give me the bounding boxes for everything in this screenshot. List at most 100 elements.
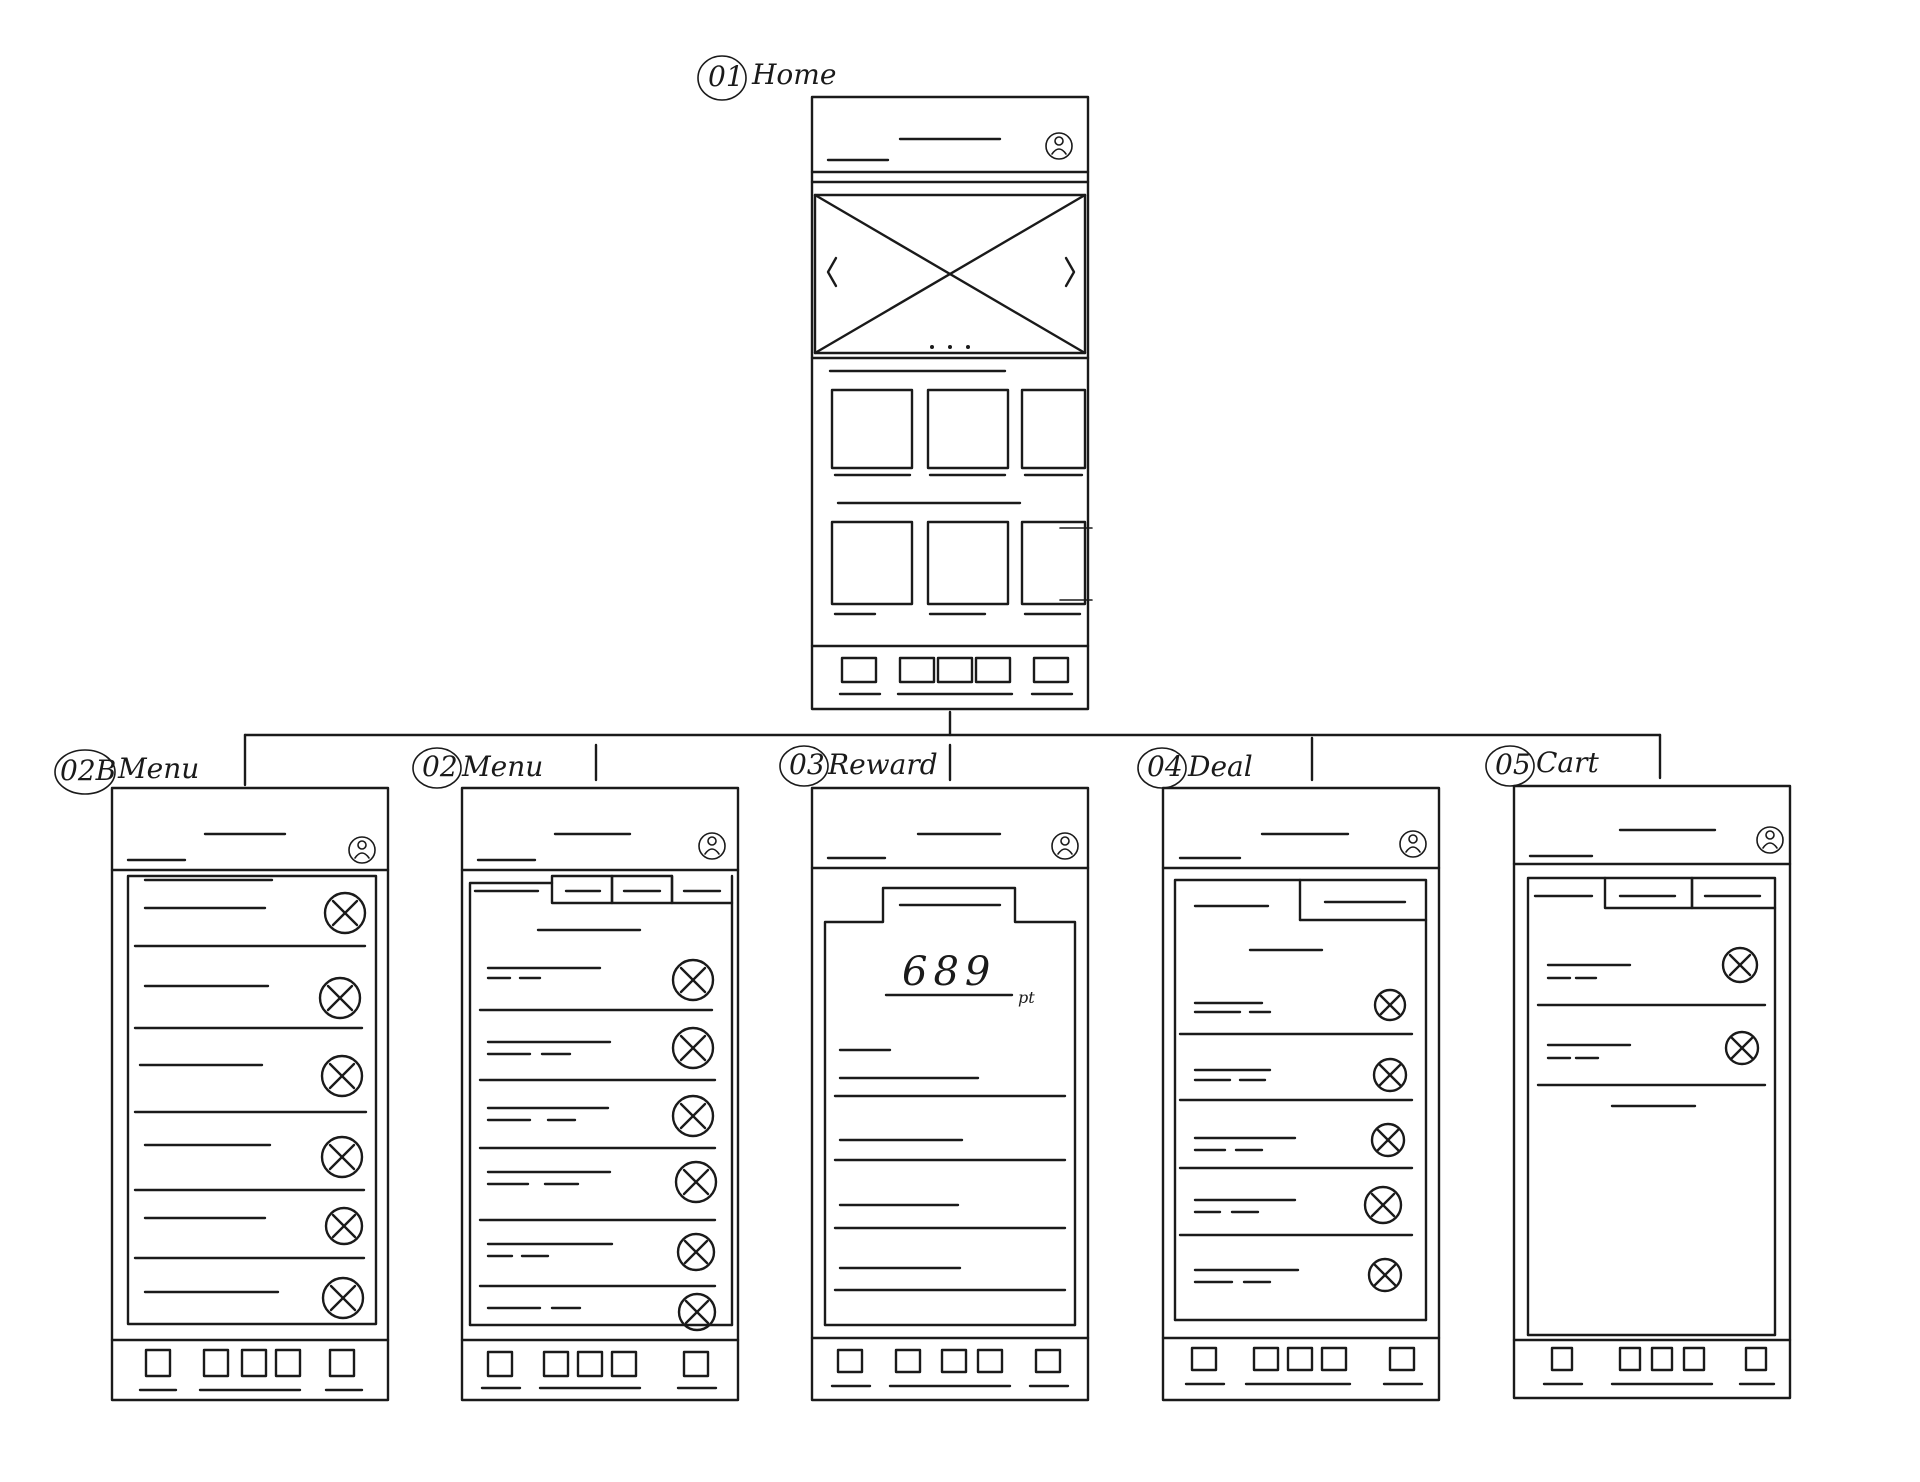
x-circle-icon[interactable] [321, 1276, 365, 1320]
tab-item[interactable] [576, 1350, 604, 1378]
profile-icon[interactable] [348, 836, 376, 864]
list-item[interactable] [478, 1026, 717, 1082]
tab-item[interactable] [328, 1348, 356, 1378]
grid-tile[interactable] [1020, 388, 1087, 470]
grid-tile[interactable] [1020, 520, 1087, 606]
home-grid-section-1 [828, 369, 1087, 477]
tab-item[interactable] [274, 1348, 302, 1378]
svg-text:01: 01 [708, 60, 744, 93]
profile-icon[interactable] [1756, 826, 1784, 854]
profile-icon[interactable] [1045, 132, 1073, 160]
x-circle-icon[interactable] [318, 976, 362, 1020]
hero-carousel[interactable] [813, 193, 1087, 355]
list-item[interactable] [1178, 988, 1414, 1036]
screen-menu: 02 Menu [412, 747, 740, 1402]
list-item[interactable] [478, 1232, 717, 1288]
list-item[interactable] [133, 891, 367, 948]
chevron-right-icon[interactable] [1064, 256, 1076, 288]
x-circle-icon[interactable] [1367, 1257, 1403, 1293]
x-circle-icon[interactable] [324, 1206, 364, 1246]
list-item[interactable] [133, 1206, 366, 1260]
x-circle-icon[interactable] [676, 1232, 716, 1272]
tab-item[interactable] [682, 1350, 710, 1378]
x-circle-icon[interactable] [1372, 1057, 1408, 1093]
tab-item[interactable] [976, 1348, 1004, 1374]
list-item[interactable] [1536, 946, 1767, 1007]
x-circle-icon[interactable] [1373, 988, 1407, 1022]
tab-item[interactable] [542, 1350, 570, 1378]
tab-item[interactable] [610, 874, 674, 905]
list-item[interactable] [133, 976, 364, 1030]
tab-item[interactable] [1744, 1346, 1768, 1372]
tab-item[interactable] [550, 874, 614, 905]
tab-item[interactable] [936, 656, 974, 684]
tab-item[interactable] [1320, 1346, 1348, 1372]
x-circle-icon[interactable] [323, 891, 367, 935]
carousel-dots[interactable] [930, 345, 970, 349]
profile-icon[interactable] [698, 832, 726, 860]
x-circle-icon[interactable] [320, 1135, 364, 1179]
x-circle-icon[interactable] [674, 1160, 718, 1204]
svg-text:Menu: Menu [461, 750, 543, 783]
list-item[interactable] [1178, 1185, 1414, 1237]
list-item[interactable] [1536, 1030, 1767, 1087]
tab-item[interactable] [1032, 656, 1070, 684]
list-item[interactable] [133, 1135, 366, 1192]
tab-item[interactable] [840, 656, 878, 684]
x-circle-icon[interactable] [1363, 1185, 1403, 1225]
tab-item[interactable] [1190, 1346, 1218, 1372]
tab-item[interactable] [670, 874, 734, 905]
x-circle-icon[interactable] [677, 1292, 717, 1332]
tab-item[interactable] [144, 1348, 172, 1378]
profile-icon[interactable] [1399, 830, 1427, 858]
profile-icon[interactable] [1051, 832, 1079, 860]
tab-item[interactable] [486, 1350, 514, 1378]
tab-item[interactable] [1603, 876, 1694, 910]
grid-tile[interactable] [830, 520, 914, 606]
list-item[interactable] [1178, 1057, 1414, 1102]
tab-item[interactable] [1618, 1346, 1642, 1372]
menu-b-list [133, 891, 368, 1320]
x-circle-icon[interactable] [671, 958, 715, 1002]
tab-item[interactable] [1286, 1346, 1314, 1372]
x-circle-icon[interactable] [671, 1026, 715, 1070]
list-item[interactable] [478, 1094, 717, 1150]
cart-tab-bar [1512, 1338, 1792, 1386]
list-item[interactable] [478, 1160, 718, 1222]
deal-list [1178, 988, 1414, 1293]
tab-item[interactable] [1388, 1346, 1416, 1372]
tab-item[interactable] [1298, 878, 1428, 922]
x-circle-icon[interactable] [1370, 1122, 1406, 1158]
list-item[interactable] [1178, 1122, 1414, 1170]
tab-item[interactable] [1690, 876, 1777, 910]
x-circle-icon[interactable] [320, 1054, 364, 1098]
tab-item[interactable] [1550, 1346, 1574, 1372]
grid-tile[interactable] [830, 388, 914, 470]
tab-item[interactable] [1252, 1346, 1280, 1372]
tab-item[interactable] [1650, 1346, 1674, 1372]
tab-item[interactable] [898, 656, 936, 684]
tab-item[interactable] [1682, 1346, 1706, 1372]
tab-item[interactable] [1034, 1348, 1062, 1374]
list-item[interactable] [143, 1276, 365, 1320]
list-item[interactable] [478, 958, 715, 1012]
svg-text:02B: 02B [60, 754, 116, 787]
tab-item[interactable] [836, 1348, 864, 1374]
list-item[interactable] [133, 1054, 368, 1114]
grid-tile[interactable] [926, 388, 1010, 470]
x-circle-icon[interactable] [1721, 946, 1759, 984]
list-item[interactable] [1193, 1257, 1403, 1293]
x-circle-icon[interactable] [1724, 1030, 1760, 1066]
tab-item[interactable] [894, 1348, 922, 1374]
list-item[interactable] [486, 1292, 717, 1332]
chevron-left-icon[interactable] [826, 256, 838, 288]
tab-item[interactable] [974, 656, 1012, 684]
tab-item[interactable] [240, 1348, 268, 1378]
tab-item[interactable] [610, 1350, 638, 1378]
tab-item[interactable] [202, 1348, 230, 1378]
x-circle-icon[interactable] [671, 1094, 715, 1138]
tab-item[interactable] [940, 1348, 968, 1374]
grid-tile[interactable] [926, 520, 1010, 606]
home-header [810, 132, 1090, 184]
